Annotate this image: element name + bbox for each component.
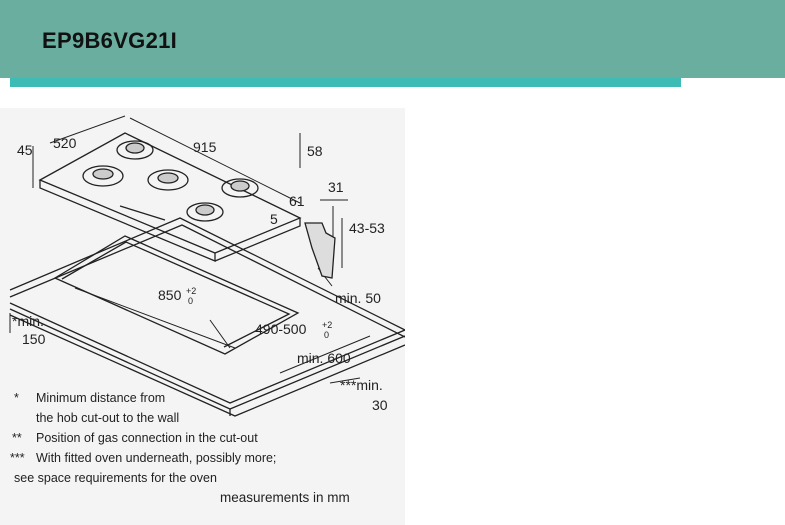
installation-drawing: 45 520 915 58 31 61 43-53 5 850 +2 0 490… — [0, 108, 405, 525]
hob-outline — [38, 132, 302, 262]
installation-svg: 45 520 915 58 31 61 43-53 5 850 +2 0 490… — [9, 115, 405, 505]
note-2-mark: ** — [12, 431, 22, 445]
accent-bar — [10, 78, 681, 87]
dim-45: 45 — [17, 142, 33, 158]
footnotes: * Minimum distance from the hob cut-out … — [10, 391, 350, 505]
dim-43-53: 43-53 — [349, 220, 385, 236]
dim-850: 850 — [158, 287, 182, 303]
dim-min30-label: ***min. — [340, 377, 383, 393]
note-1-line1: Minimum distance from — [36, 391, 165, 405]
dim-915: 915 — [193, 139, 217, 155]
note-3-mark: *** — [10, 451, 25, 465]
dim-490-tol2: 0 — [324, 330, 329, 340]
dim-490-500: 490-500 — [255, 321, 307, 337]
note-1-mark: * — [14, 391, 19, 405]
cutout-outline — [53, 235, 300, 355]
units-label: measurements in mm — [220, 490, 350, 505]
note-3-line1: With fitted oven underneath, possibly mo… — [36, 451, 276, 465]
page-title: EP9B6VG21I — [42, 28, 178, 53]
dim-61: 61 — [289, 193, 305, 209]
dim-min30-value: 30 — [372, 397, 388, 413]
dim-31: 31 — [328, 179, 344, 195]
page-header: EP9B6VG21I — [0, 0, 785, 78]
dim-min150-value: 150 — [22, 331, 46, 347]
dim-520: 520 — [53, 135, 77, 151]
worktop-outline — [9, 217, 405, 417]
dim-min150-label: *min. — [12, 313, 44, 329]
dim-850-tol2: 0 — [188, 296, 193, 306]
note-3-line2: see space requirements for the oven — [14, 471, 217, 485]
dim-850-tol: +2 — [186, 286, 196, 296]
dim-min50: min. 50 — [335, 290, 381, 306]
note-1-line2: the hob cut-out to the wall — [36, 411, 179, 425]
dim-min600: min. 600 — [297, 350, 351, 366]
dim-490-tol: +2 — [322, 320, 332, 330]
note-2-line1: Position of gas connection in the cut-ou… — [36, 431, 258, 445]
clamp-bracket — [304, 222, 336, 279]
dim-5: 5 — [270, 211, 278, 227]
dim-58: 58 — [307, 143, 323, 159]
burners — [82, 140, 259, 222]
dimension-labels: 45 520 915 58 31 61 43-53 5 850 +2 0 490… — [12, 135, 388, 413]
